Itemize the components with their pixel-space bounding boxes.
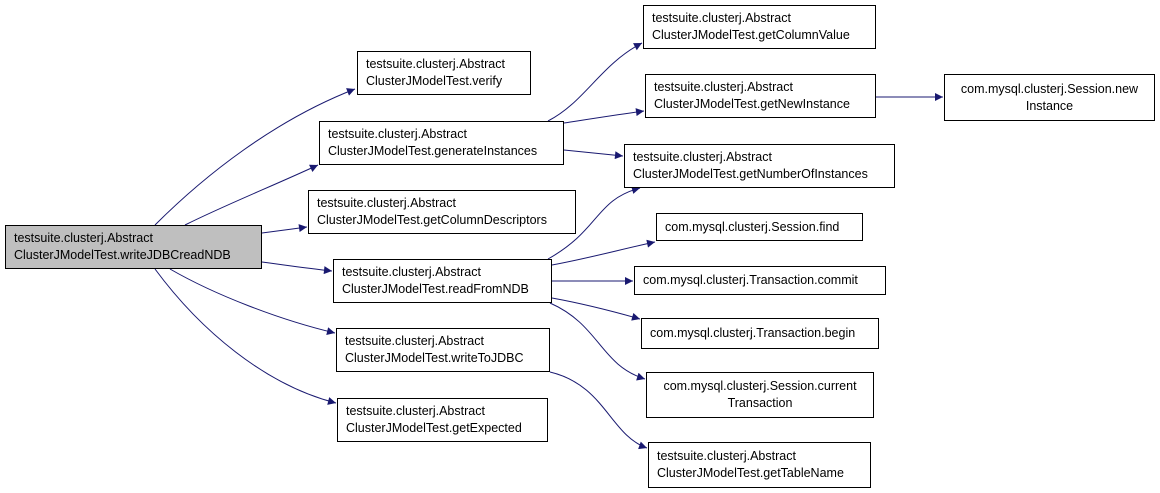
node-read-from-ndb[interactable]: testsuite.clusterj.Abstract ClusterJMode… bbox=[333, 259, 552, 303]
node-generate-instances[interactable]: testsuite.clusterj.Abstract ClusterJMode… bbox=[319, 121, 564, 165]
edge-generateInstances-to-getNewInstance bbox=[563, 108, 645, 124]
edge-root-to-writeToJDBC bbox=[169, 268, 336, 336]
node-get-number-of-instances[interactable]: testsuite.clusterj.Abstract ClusterJMode… bbox=[624, 144, 895, 188]
edge-readFromNDB-to-sessionFind bbox=[551, 239, 656, 266]
edge-generateInstances-to-getNumberOfInstances bbox=[563, 149, 624, 160]
edge-readFromNDB-to-sessionCurrentTransaction bbox=[549, 302, 646, 381]
edge-root-to-readFromNDB bbox=[261, 261, 333, 275]
node-get-new-instance[interactable]: testsuite.clusterj.Abstract ClusterJMode… bbox=[645, 74, 876, 118]
edge-root-to-verify bbox=[154, 88, 356, 226]
node-transaction-begin[interactable]: com.mysql.clusterj.Transaction.begin bbox=[641, 318, 879, 349]
node-session-find[interactable]: com.mysql.clusterj.Session.find bbox=[656, 213, 863, 241]
edge-generateInstances-to-getColumnValue bbox=[547, 42, 643, 122]
node-transaction-commit[interactable]: com.mysql.clusterj.Transaction.commit bbox=[634, 266, 886, 295]
edge-readFromNDB-to-getNumberOfInstances bbox=[547, 186, 641, 260]
edge-root-to-generateInstances bbox=[184, 164, 319, 226]
node-session-current-transaction[interactable]: com.mysql.clusterj.Session.current Trans… bbox=[646, 372, 874, 418]
edge-root-to-getColumnDescriptors bbox=[261, 224, 308, 234]
node-get-column-value[interactable]: testsuite.clusterj.Abstract ClusterJMode… bbox=[643, 5, 876, 49]
node-get-table-name[interactable]: testsuite.clusterj.Abstract ClusterJMode… bbox=[648, 442, 871, 488]
node-write-jdbc-read-ndb: testsuite.clusterj.Abstract ClusterJMode… bbox=[5, 225, 262, 269]
node-get-column-descriptors[interactable]: testsuite.clusterj.Abstract ClusterJMode… bbox=[308, 190, 576, 234]
edge-readFromNDB-to-transactionBegin bbox=[551, 297, 641, 321]
node-verify[interactable]: testsuite.clusterj.Abstract ClusterJMode… bbox=[357, 51, 531, 95]
edge-root-to-getExpected bbox=[154, 268, 337, 405]
edge-writeToJDBC-to-getTableName bbox=[549, 371, 648, 450]
node-session-new-instance[interactable]: com.mysql.clusterj.Session.new Instance bbox=[944, 74, 1155, 121]
node-write-to-jdbc[interactable]: testsuite.clusterj.Abstract ClusterJMode… bbox=[336, 328, 550, 372]
node-get-expected[interactable]: testsuite.clusterj.Abstract ClusterJMode… bbox=[337, 398, 548, 442]
